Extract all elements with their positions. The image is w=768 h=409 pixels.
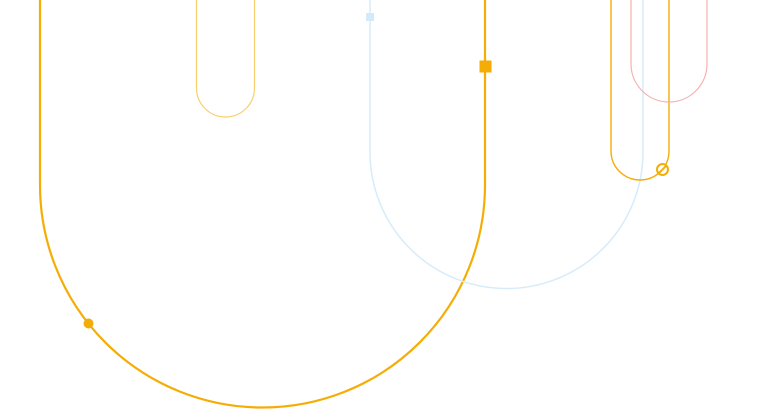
small-amber-u-curve — [195, 0, 256, 118]
amber-dot-marker — [83, 318, 94, 329]
amber-square-marker — [479, 60, 492, 73]
light-blue-u-curve — [369, 0, 644, 290]
slashed-circle-marker — [656, 163, 669, 176]
blue-square-marker — [366, 13, 374, 21]
narrow-amber-u-curve — [610, 0, 670, 181]
salmon-u-curve — [630, 0, 708, 103]
